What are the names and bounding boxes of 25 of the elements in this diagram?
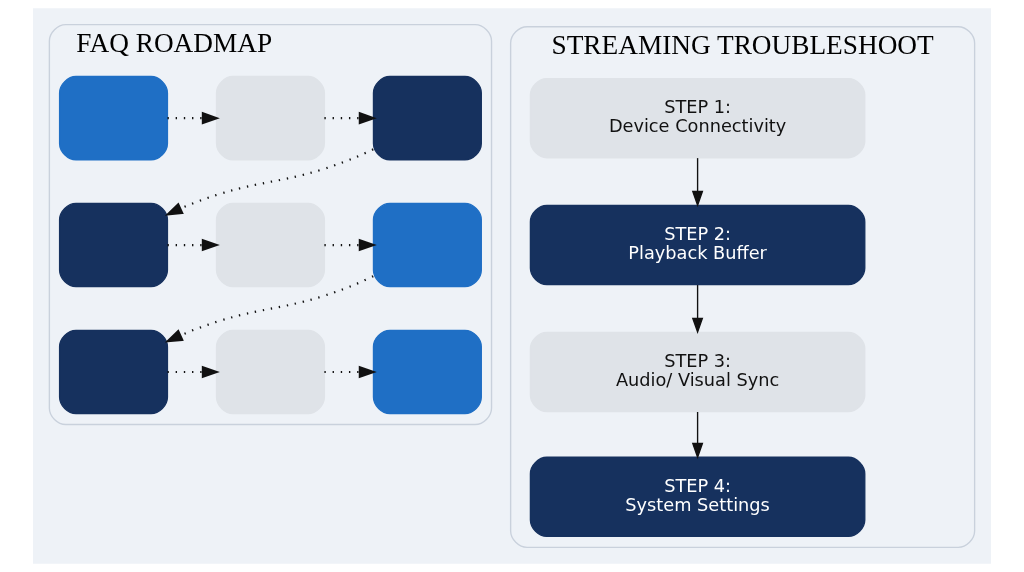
node-box (58, 329, 169, 415)
arrow (167, 238, 220, 252)
node-box (215, 329, 326, 415)
arrow (324, 111, 377, 125)
node-box: STEP 1: Device Connectivity (529, 77, 866, 159)
node-box (58, 202, 169, 288)
arrow (324, 238, 377, 252)
node-box: STEP 4: System Settings (529, 456, 866, 538)
node-box: STEP 3: Audio/ Visual Sync (529, 331, 866, 413)
arrow (167, 111, 220, 125)
node-box (372, 329, 482, 415)
node-box (372, 75, 482, 161)
arrow (691, 157, 704, 208)
node-box: STEP 2: Playback Buffer (529, 204, 866, 286)
arrow (324, 365, 377, 379)
node-box (215, 75, 326, 161)
node-box (215, 202, 326, 288)
arrow (691, 411, 704, 460)
node-box (372, 202, 482, 288)
arrow (691, 284, 704, 335)
arrow (164, 275, 374, 343)
cluster: FAQ ROADMAP (48, 24, 493, 426)
node-box (58, 75, 169, 161)
arrow (164, 148, 374, 216)
arrow (167, 365, 220, 379)
